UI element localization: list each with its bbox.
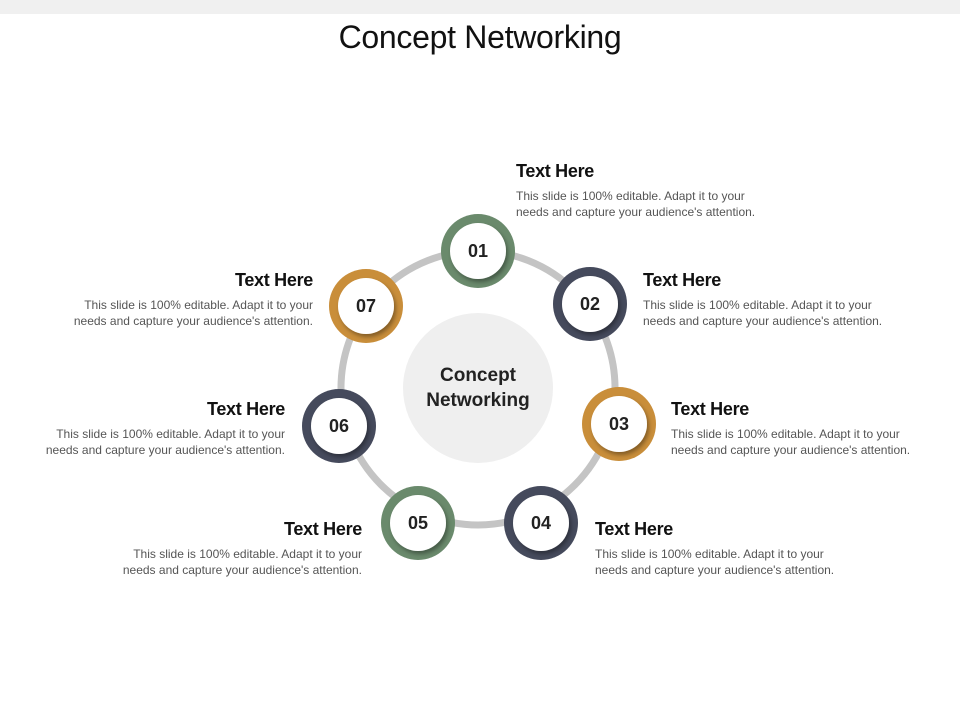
text-block-01-desc-line2: needs and capture your audience's attent… [516, 205, 756, 219]
text-block-06-desc: This slide is 100% editable. Adapt it to… [0, 426, 285, 458]
text-block-05-desc-line2: needs and capture your audience's attent… [122, 563, 362, 577]
text-block-03-desc: This slide is 100% editable. Adapt it to… [671, 426, 960, 458]
node-05 [381, 486, 455, 560]
text-block-02: Text Here This slide is 100% editable. A… [643, 269, 943, 329]
center-label-line1: Concept [440, 365, 516, 386]
text-block-04: Text Here This slide is 100% editable. A… [595, 518, 895, 578]
text-block-03-desc-line1: This slide is 100% editable. Adapt it to… [671, 427, 900, 441]
text-block-02-desc-line1: This slide is 100% editable. Adapt it to… [643, 298, 872, 312]
center-label-line2: Networking [426, 390, 530, 411]
text-block-04-desc-line2: needs and capture your audience's attent… [595, 563, 835, 577]
text-block-03-heading: Text Here [671, 399, 750, 419]
text-block-04-desc: This slide is 100% editable. Adapt it to… [595, 546, 895, 578]
text-block-05-heading: Text Here [283, 519, 362, 539]
node-02-disc [562, 276, 618, 332]
top-strip [0, 0, 960, 14]
node-04 [504, 486, 578, 560]
node-07-number: 07 [355, 296, 377, 316]
text-block-06-desc-line1: This slide is 100% editable. Adapt it to… [56, 427, 285, 441]
text-block-06-heading: Text Here [206, 399, 285, 419]
node-06-number: 06 [328, 416, 350, 436]
text-block-01-desc: This slide is 100% editable. Adapt it to… [516, 188, 816, 220]
node-03-disc [591, 396, 647, 452]
node-07-disc [338, 278, 394, 334]
text-block-02-heading: Text Here [643, 270, 722, 290]
text-block-06-desc-line2: needs and capture your audience's attent… [45, 443, 285, 457]
node-01-number: 01 [467, 241, 489, 261]
node-05-disc [390, 495, 446, 551]
text-block-07-desc-line1: This slide is 100% editable. Adapt it to… [84, 298, 313, 312]
text-block-01: Text Here This slide is 100% editable. A… [516, 160, 816, 220]
node-04-number: 04 [530, 513, 552, 533]
text-block-03-desc-line2: needs and capture your audience's attent… [671, 443, 911, 457]
center-label: Concept Networking [398, 363, 558, 413]
text-block-01-desc-line1: This slide is 100% editable. Adapt it to… [516, 189, 745, 203]
text-block-02-desc: This slide is 100% editable. Adapt it to… [643, 297, 943, 329]
text-block-04-heading: Text Here [595, 519, 674, 539]
text-block-04-desc-line1: This slide is 100% editable. Adapt it to… [595, 547, 824, 561]
text-block-02-desc-line2: needs and capture your audience's attent… [643, 314, 883, 328]
node-01 [441, 214, 515, 288]
text-block-01-heading: Text Here [516, 161, 595, 181]
center-circle [403, 313, 553, 463]
text-block-06: Text Here This slide is 100% editable. A… [0, 398, 285, 458]
node-03-number: 03 [608, 414, 630, 434]
node-05-number: 05 [407, 513, 429, 533]
node-06-disc [311, 398, 367, 454]
text-block-07-heading: Text Here [234, 270, 313, 290]
text-block-03: Text Here This slide is 100% editable. A… [671, 398, 960, 458]
node-02-number: 02 [579, 294, 601, 314]
text-block-07-desc-line2: needs and capture your audience's attent… [73, 314, 313, 328]
node-07 [329, 269, 403, 343]
text-block-05-desc-line1: This slide is 100% editable. Adapt it to… [133, 547, 362, 561]
node-06 [302, 389, 376, 463]
text-block-07: Text Here This slide is 100% editable. A… [13, 269, 313, 329]
slide-title: Concept Networking [338, 19, 622, 55]
text-block-05: Text Here This slide is 100% editable. A… [62, 518, 362, 578]
node-01-disc [450, 223, 506, 279]
text-block-05-desc: This slide is 100% editable. Adapt it to… [62, 546, 362, 578]
node-02 [553, 267, 627, 341]
node-03 [582, 387, 656, 461]
text-block-07-desc: This slide is 100% editable. Adapt it to… [13, 297, 313, 329]
node-04-disc [513, 495, 569, 551]
